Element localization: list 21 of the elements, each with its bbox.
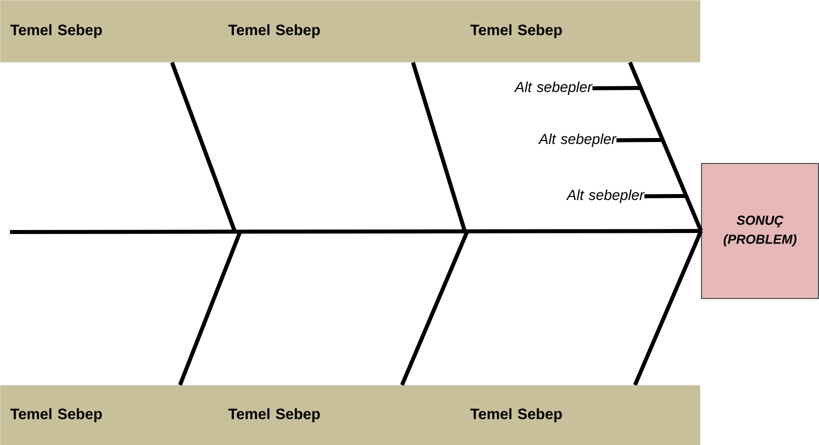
result-box: SONUÇ (PROBLEM) [701,163,819,299]
cause-label: Temel Sebep [10,408,102,422]
band [0,0,700,62]
sub-cause-line [616,138,662,142]
spine-line [10,229,702,234]
sub-cause-label: Alt sebepler [514,81,593,95]
cause-label: Temel Sebep [10,24,102,38]
sub-cause-line [644,194,686,198]
cause-label: Temel Sebep [228,408,320,422]
bone-line [633,230,703,386]
sub-cause-label: Alt sebepler [566,189,645,203]
cause-label: Temel Sebep [228,24,320,38]
cause-label: Temel Sebep [470,24,562,38]
sub-cause-label: Alt sebepler [538,133,617,147]
sub-cause-line [592,86,640,90]
cause-label: Temel Sebep [470,408,562,422]
band [0,385,700,445]
bone-line [400,231,469,386]
bone-line [170,62,237,233]
bone-line [178,231,242,386]
bone-line [628,62,703,232]
